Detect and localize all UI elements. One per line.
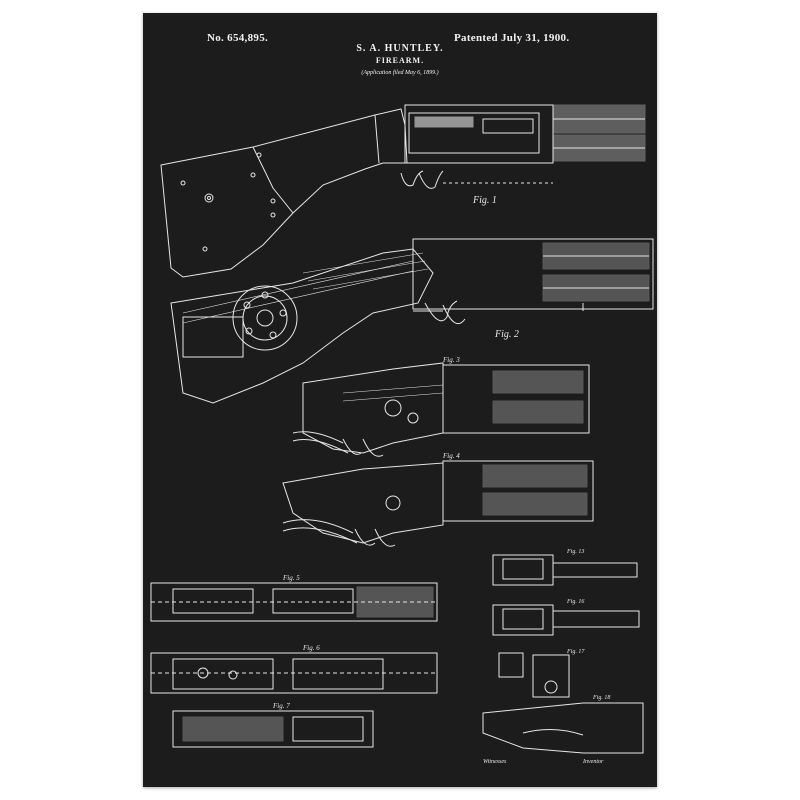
figure-5-breech-section xyxy=(150,582,438,622)
witnesses-label: Witnesses xyxy=(483,759,507,765)
fig5-label: Fig. 5 xyxy=(282,574,300,582)
figure-16-part-detail xyxy=(492,604,640,636)
figure-4-action-detail xyxy=(282,460,594,547)
fig16-label: Fig. 16 xyxy=(566,599,584,605)
inventor-label: Inventor xyxy=(582,759,604,765)
patent-poster: No. 654,895. Patented July 31, 1900. S. … xyxy=(143,13,657,787)
fig17-label: Fig. 17 xyxy=(566,649,585,655)
fig7-label: Fig. 7 xyxy=(272,702,290,710)
figure-7-breech-section xyxy=(172,710,374,748)
figure-17-part-detail xyxy=(498,652,570,698)
figure-3-action-detail xyxy=(292,362,590,457)
fig1-label: Fig. 1 xyxy=(472,195,497,206)
figure-6-breech-section xyxy=(150,652,438,694)
patent-number: No. 654,895. xyxy=(207,32,269,44)
inventor-name: S. A. HUNTLEY. xyxy=(356,43,444,54)
figure-18-part-detail xyxy=(482,702,644,754)
figure-2-mechanism-section xyxy=(170,238,654,404)
filing-note: (Application filed May 6, 1899.) xyxy=(361,70,439,76)
fig3-label: Fig. 3 xyxy=(442,356,460,364)
figure-13-part-detail xyxy=(492,554,638,586)
fig13-label: Fig. 13 xyxy=(566,549,584,555)
patent-title: FIREARM. xyxy=(375,56,425,65)
figure-1-rifle-side-view xyxy=(160,104,646,278)
patent-date: Patented July 31, 1900. xyxy=(454,32,570,44)
fig4-label: Fig. 4 xyxy=(442,452,460,460)
fig18-label: Fig. 18 xyxy=(592,695,610,701)
patent-drawing: Fig. 1 Fig. 2 Fig. 3 Fig. 4 Fig. 5 Fig. … xyxy=(150,104,654,765)
fig2-label: Fig. 2 xyxy=(494,329,519,340)
fig6-label: Fig. 6 xyxy=(302,644,320,652)
